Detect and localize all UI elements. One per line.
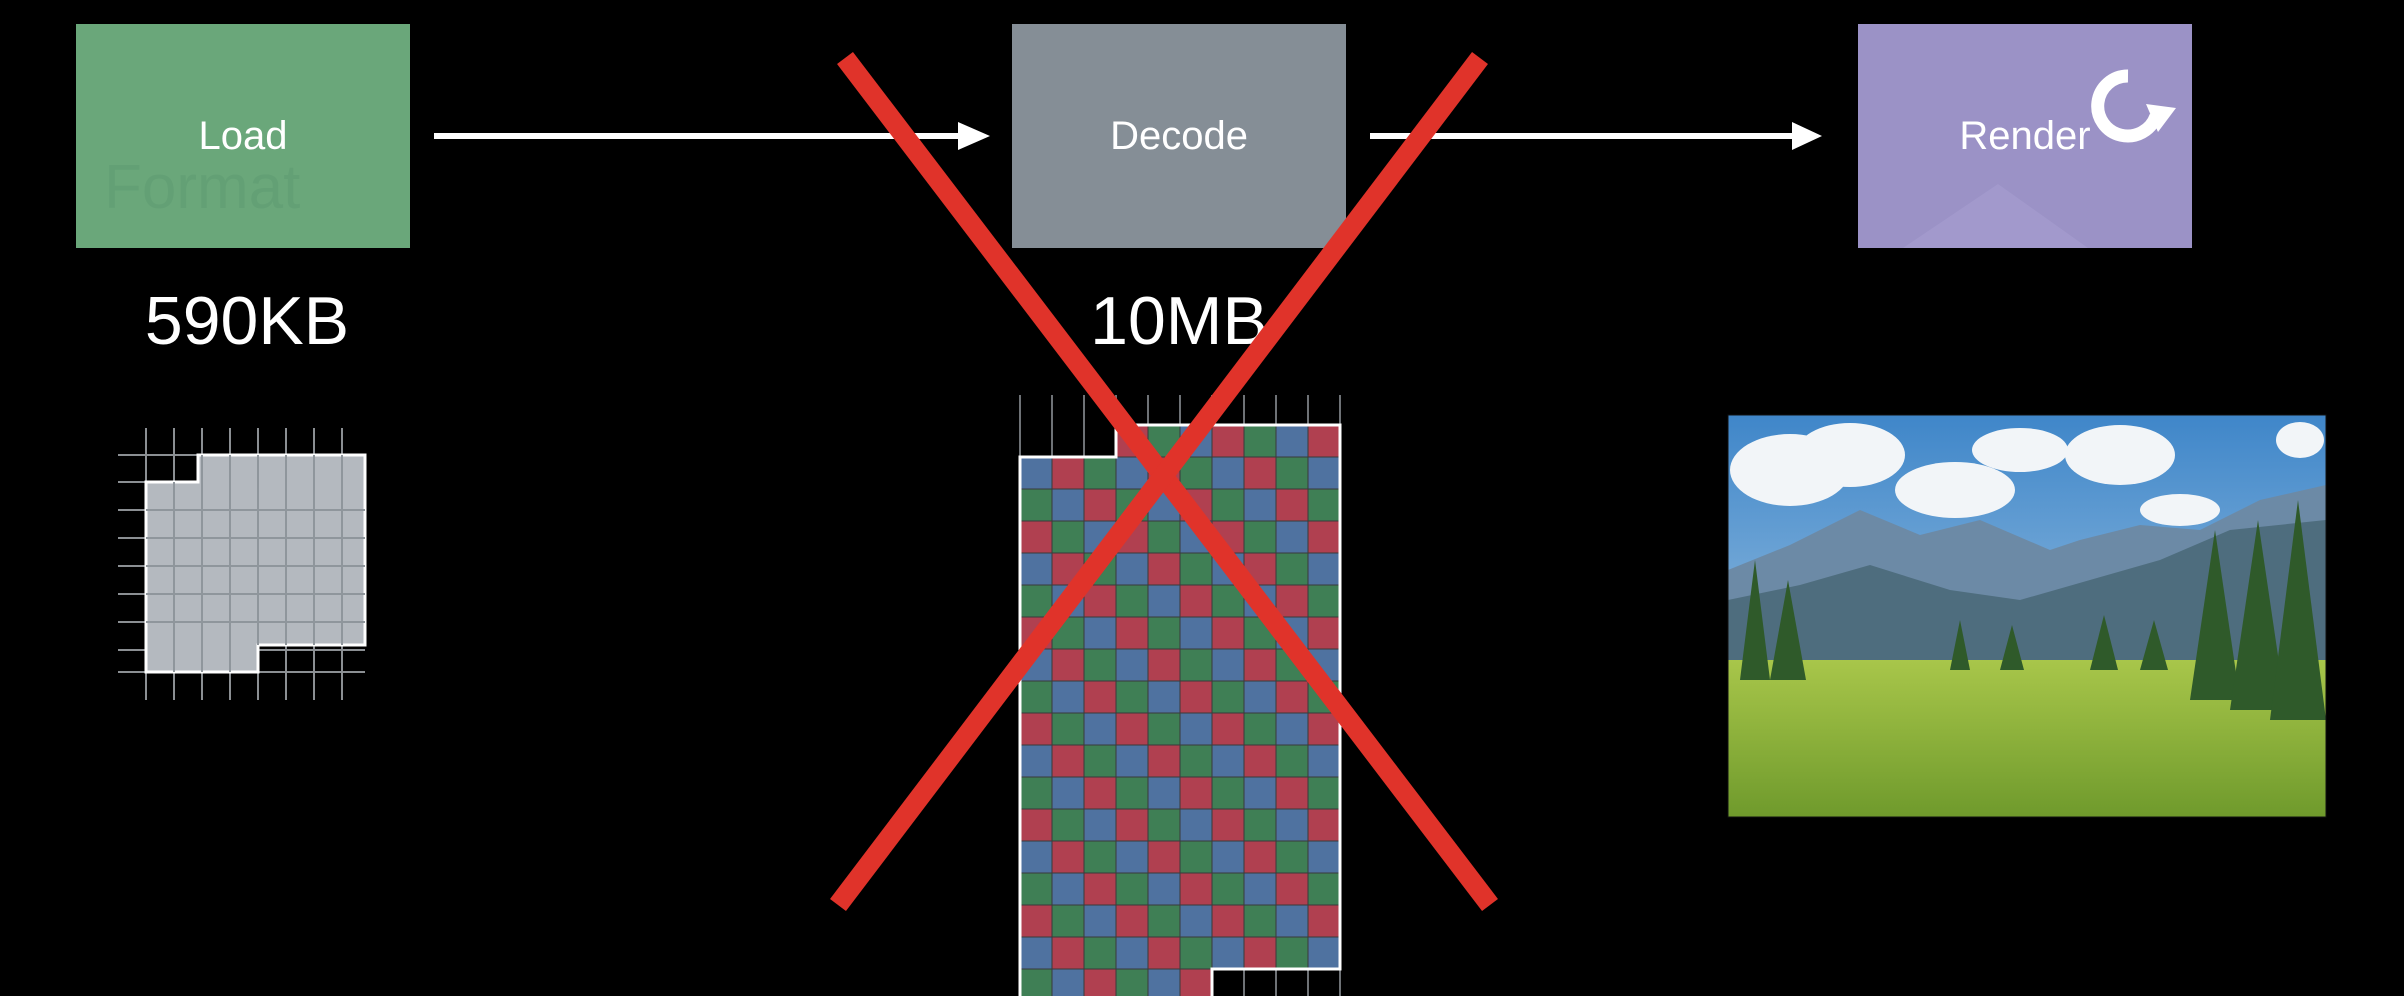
arrow-decode-to-render	[1370, 122, 1822, 150]
format-ghost-label: Format	[104, 153, 301, 222]
pixel-cell	[1115, 968, 1149, 996]
pixel-cell	[1275, 712, 1309, 746]
pixel-cell	[1083, 904, 1117, 938]
pixel-cell	[1115, 552, 1149, 586]
pixel-cell	[1275, 840, 1309, 874]
pixel-cell	[1019, 776, 1053, 810]
decode-stage-label: Decode	[1110, 113, 1248, 158]
pixel-cell	[1115, 712, 1149, 746]
decode-stage-box: Decode	[1012, 24, 1346, 248]
pixel-cell	[1275, 744, 1309, 778]
pixel-cell	[1307, 808, 1341, 842]
pixel-cell	[1211, 744, 1245, 778]
pixel-cell	[1147, 680, 1181, 714]
pixel-cell	[1275, 552, 1309, 586]
pixel-cell	[1147, 936, 1181, 970]
pixel-cell	[1243, 808, 1277, 842]
pixel-cell	[1211, 616, 1245, 650]
pixel-cell	[1115, 680, 1149, 714]
pixel-cell	[1275, 488, 1309, 522]
pixel-cell	[1243, 648, 1277, 682]
pixel-cell	[1083, 712, 1117, 746]
pixel-cell	[1051, 456, 1085, 490]
pixel-cell	[1179, 904, 1213, 938]
rotate-icon	[1903, 69, 2176, 248]
pixel-cell	[1147, 840, 1181, 874]
pixel-cell	[1179, 616, 1213, 650]
render-stage-box: Render	[1858, 24, 2192, 248]
load-stage-box: Format Load	[76, 24, 410, 248]
pixel-cell	[1019, 968, 1053, 996]
load-stage-label: Load	[198, 113, 288, 158]
pixel-cell	[1307, 488, 1341, 522]
pixel-cell	[1051, 840, 1085, 874]
pixel-cell	[1147, 552, 1181, 586]
pixel-cell	[1051, 680, 1085, 714]
pixel-cell	[1243, 936, 1277, 970]
pixel-cell	[1115, 840, 1149, 874]
pixel-cell	[1307, 424, 1341, 458]
pixel-cell	[1307, 712, 1341, 746]
render-stage-label: Render	[1959, 113, 2091, 158]
pixel-cell	[1275, 584, 1309, 618]
pixel-cell	[1211, 488, 1245, 522]
pixel-cell	[1243, 744, 1277, 778]
pixel-cell	[1307, 552, 1341, 586]
pixel-cell	[1115, 776, 1149, 810]
pixel-cell	[1019, 552, 1053, 586]
pixel-grid-outline	[1018, 423, 1342, 996]
pixel-cell	[1179, 680, 1213, 714]
pixel-cell	[1179, 968, 1213, 996]
pixel-cell	[1275, 680, 1309, 714]
pixel-cell	[1307, 520, 1341, 554]
pixel-cell	[1307, 840, 1341, 874]
pixel-cell	[1179, 552, 1213, 586]
pixel-cell	[1179, 872, 1213, 906]
pixel-cell	[1019, 584, 1053, 618]
pixel-cell	[1211, 840, 1245, 874]
pixel-cell	[1147, 648, 1181, 682]
pixel-cell	[1211, 680, 1245, 714]
pixel-cell	[1083, 808, 1117, 842]
pixel-cell	[1147, 872, 1181, 906]
pixel-cell	[1147, 616, 1181, 650]
decode-size-label: 10MB	[1090, 283, 1268, 359]
pixel-cell	[1115, 584, 1149, 618]
pixel-cell	[1051, 904, 1085, 938]
pixel-cell	[1019, 936, 1053, 970]
pixel-cell	[1115, 904, 1149, 938]
pixel-cell	[1051, 968, 1085, 996]
load-size-label: 590KB	[144, 283, 350, 359]
pixel-cell	[1083, 648, 1117, 682]
pixel-cell	[1275, 776, 1309, 810]
pixel-cell	[1147, 520, 1181, 554]
pixel-cell	[1051, 776, 1085, 810]
pixel-cell	[1307, 904, 1341, 938]
pixel-cell	[1275, 808, 1309, 842]
pixel-cell	[1051, 648, 1085, 682]
pixel-cell	[1115, 872, 1149, 906]
pixel-cell	[1275, 936, 1309, 970]
arrow-load-to-decode	[434, 122, 990, 150]
pixel-cell	[1115, 616, 1149, 650]
pixel-cell	[1147, 712, 1181, 746]
